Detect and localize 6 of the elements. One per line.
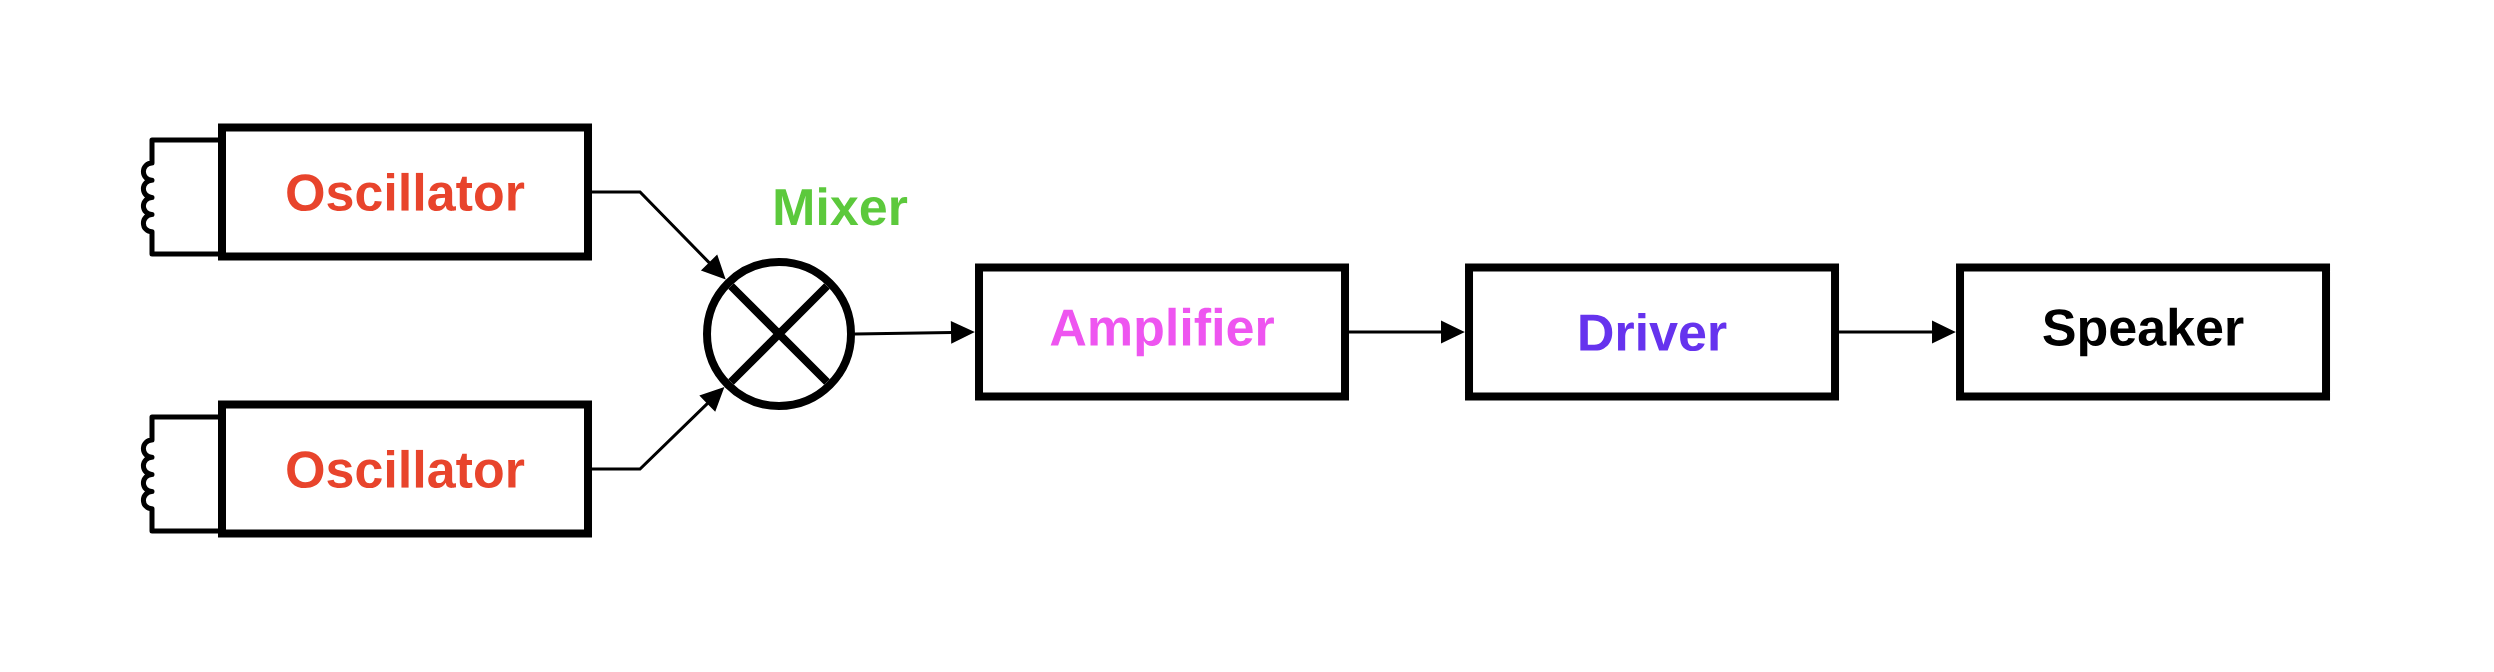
block-box: Oscillator [218, 400, 592, 538]
block-box: Amplifier [975, 263, 1349, 401]
block-box: Speaker [1956, 263, 2331, 401]
block-box: Oscillator [218, 123, 592, 261]
node-label: Mixer [775, 187, 908, 226]
block-box: Driver [1465, 263, 1839, 401]
